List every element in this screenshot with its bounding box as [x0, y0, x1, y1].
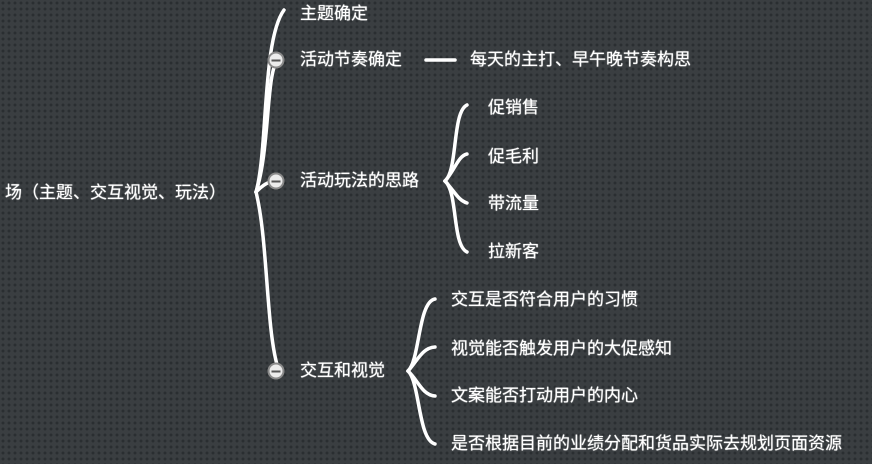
child-rhythm-1[interactable]: 每天的主打、早午晚节奏构思: [470, 50, 691, 70]
child-visual-1[interactable]: 交互是否符合用户的习惯: [451, 290, 638, 310]
root-topic[interactable]: 场（主题、交互视觉、玩法）: [5, 183, 226, 203]
connector-branch4-child1: [406, 297, 437, 373]
child-visual-3[interactable]: 文案能否打动用户的内心: [451, 386, 638, 406]
connector-branch4-child4: [406, 369, 437, 446]
branch-theme[interactable]: 主题确定: [300, 4, 368, 24]
branch-interaction-visual[interactable]: 交互和视觉: [300, 361, 385, 381]
connector-root-branch4: [254, 190, 280, 370]
child-gameplay-4[interactable]: 拉新客: [488, 242, 539, 262]
connector-branch3-child2: [443, 152, 469, 183]
connector-branch3-child1: [443, 103, 469, 183]
branch-rhythm[interactable]: 活动节奏确定: [300, 50, 402, 70]
child-gameplay-1[interactable]: 促销售: [488, 98, 539, 118]
child-visual-2[interactable]: 视觉能否触发用户的大促感知: [451, 339, 672, 359]
connector-branch3-child4: [443, 179, 469, 254]
child-gameplay-3[interactable]: 带流量: [488, 194, 539, 214]
minus-circle-icon[interactable]: [267, 362, 285, 380]
branch-gameplay[interactable]: 活动玩法的思路: [300, 171, 419, 191]
child-gameplay-2[interactable]: 促毛利: [488, 147, 539, 167]
child-visual-4[interactable]: 是否根据目前的业绩分配和货品实际去规划页面资源: [451, 434, 842, 454]
minus-circle-icon[interactable]: [267, 51, 285, 69]
minus-circle-icon[interactable]: [267, 172, 285, 190]
connector-branch4-child2: [406, 345, 437, 373]
